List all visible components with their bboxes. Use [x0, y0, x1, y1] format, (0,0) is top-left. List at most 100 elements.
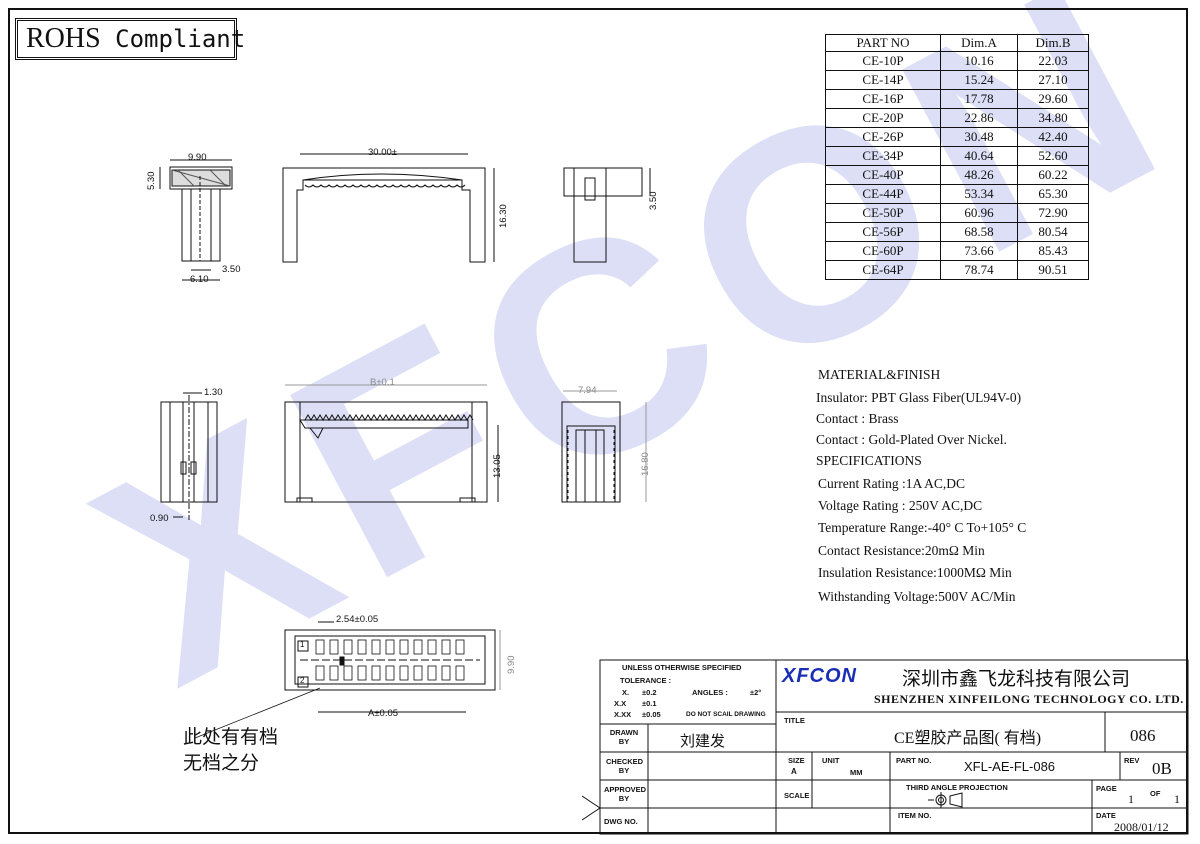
header-part-no: PART NO	[825, 34, 941, 52]
cell-part: CE-40P	[825, 165, 941, 185]
cell-dim-b: 60.22	[1017, 165, 1089, 185]
cell-dim-b: 85.43	[1017, 241, 1089, 261]
cell-dim-a: 17.78	[940, 89, 1018, 109]
mid-mid-view	[284, 384, 499, 503]
brand-logo: XFCON	[782, 665, 857, 687]
tol-x-val: ±0.2	[642, 688, 657, 697]
approved-label: APPROVED BY	[604, 785, 647, 803]
item-label: ITEM NO.	[898, 811, 932, 820]
company-en: SHENZHEN XINFEILONG TECHNOLOGY CO. LTD.	[874, 692, 1184, 706]
title-number: 086	[1130, 726, 1156, 745]
dim-top-left-bottom2: 6.10	[190, 274, 209, 285]
bottom-view	[194, 621, 501, 739]
header-dim-b: Dim.B	[1017, 34, 1089, 52]
dim-mid-mid-width: B±0.1	[370, 377, 395, 388]
cell-dim-a: 53.34	[940, 184, 1018, 204]
dim-mid-left-top: 1.30	[204, 387, 223, 398]
tolerance-title: UNLESS OTHERWISE SPECIFIED	[622, 663, 742, 672]
cell-dim-b: 34.80	[1017, 108, 1089, 128]
cell-dim-b: 90.51	[1017, 260, 1089, 280]
angles-val: ±2°	[750, 688, 762, 697]
tol-x: X.	[622, 688, 630, 697]
dim-top-left-width: 9.90	[188, 152, 207, 163]
title-label: TITLE	[784, 716, 805, 725]
drawing-frame	[8, 8, 1188, 834]
spec-withstanding: Withstanding Voltage:500V AC/Min	[818, 589, 1016, 604]
note-line-2: 无档之分	[183, 753, 260, 774]
page-of: OF	[1150, 789, 1161, 798]
page-number: 1	[1128, 792, 1134, 806]
rev-value: 0B	[1152, 759, 1172, 778]
cell-part: CE-44P	[825, 184, 941, 204]
cell-dim-a: 78.74	[940, 260, 1018, 280]
cell-dim-b: 65.30	[1017, 184, 1089, 204]
spec-voltage: Voltage Rating : 250V AC,DC	[818, 498, 983, 513]
projection-symbol-icon	[928, 792, 963, 808]
drawn-label: DRAWN BY	[609, 728, 639, 746]
cell-dim-b: 22.03	[1017, 51, 1089, 71]
cell-part: CE-16P	[825, 89, 941, 109]
material-title: MATERIAL&FINISH	[818, 367, 941, 382]
pin-1-label: 1	[300, 640, 305, 649]
date-label: DATE	[1096, 811, 1116, 820]
scale-label: SCALE	[784, 791, 810, 800]
spec-title: SPECIFICATIONS	[816, 453, 922, 468]
cell-part: CE-50P	[825, 203, 941, 223]
size-value: A	[791, 767, 797, 776]
dim-bottom-pitch: 2.54±0.05	[336, 614, 379, 625]
title-value: CE塑胶产品图( 有档)	[894, 730, 1042, 747]
company-cn: 深圳市鑫飞龙科技有限公司	[902, 669, 1131, 690]
page-total: 1	[1174, 792, 1180, 806]
dim-mid-left-bottom: 0.90	[150, 513, 169, 524]
cell-part: CE-56P	[825, 222, 941, 242]
no-scale-note: DO NOT SCAIL DRAWING	[686, 711, 766, 718]
tol-xxx: X.XX	[614, 710, 632, 719]
pin-2-label: 2	[300, 676, 305, 685]
cell-part: CE-10P	[825, 51, 941, 71]
compliant-label: Compliant	[115, 25, 246, 53]
top-left-view	[159, 159, 233, 281]
cell-part: CE-64P	[825, 260, 941, 280]
table-header-row: PART NO Dim.A Dim.B	[825, 34, 1089, 52]
cell-dim-b: 29.60	[1017, 89, 1089, 109]
tol-xxx-val: ±0.05	[642, 710, 661, 719]
mid-left-view	[160, 392, 218, 520]
spec-current: Current Rating :1A AC,DC	[818, 476, 966, 491]
cell-part: CE-20P	[825, 108, 941, 128]
cell-dim-a: 10.16	[940, 51, 1018, 71]
spec-insulator: Insulator: PBT Glass Fiber(UL94V-0)	[816, 390, 1022, 405]
page-label: PAGE	[1096, 784, 1117, 793]
mid-right-view	[561, 390, 647, 503]
date-value: 2008/01/12	[1114, 820, 1169, 834]
dim-mid-right-height: 16.80	[640, 452, 651, 476]
top-right-view	[563, 167, 651, 263]
projection-label: THIRD ANGLE PROJECTION	[906, 783, 1008, 792]
cell-dim-b: 27.10	[1017, 70, 1089, 90]
cell-part: CE-34P	[825, 146, 941, 166]
title-block-grid	[581, 659, 1189, 835]
unit-value: MM	[850, 768, 863, 777]
dwg-label: DWG NO.	[604, 817, 638, 826]
dim-top-left-bottom1: 3.50	[222, 264, 241, 275]
cell-dim-a: 15.24	[940, 70, 1018, 90]
rohs-label: ROHS	[26, 23, 101, 54]
angles-label: ANGLES :	[692, 688, 728, 697]
cell-part: CE-14P	[825, 70, 941, 90]
top-mid-view	[282, 153, 495, 263]
tol-xx-val: ±0.1	[642, 699, 657, 708]
dim-top-mid-height: 16.30	[498, 204, 509, 228]
dim-mid-right-width: 7.94	[578, 385, 597, 396]
cell-dim-b: 80.54	[1017, 222, 1089, 242]
cell-dim-a: 68.58	[940, 222, 1018, 242]
spec-insulation-resistance: Insulation Resistance:1000MΩ Min	[818, 565, 1012, 580]
drawn-value: 刘建发	[680, 734, 726, 750]
spec-contact-plating: Contact : Gold-Plated Over Nickel.	[816, 432, 1007, 447]
note-line-1: 此处有有档	[183, 727, 279, 748]
